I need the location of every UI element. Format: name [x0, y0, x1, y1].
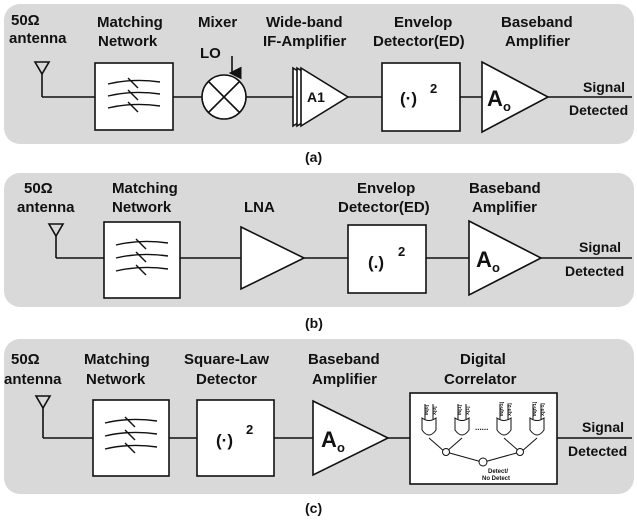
detector-label-line2: Detector(ED)	[373, 33, 465, 50]
gate-input-label: X[n-2]	[507, 403, 512, 416]
panel-c: 50Ω antenna Matching Network (·) 2 Squar…	[4, 339, 634, 494]
detector-label-line1: Envelop	[394, 14, 452, 31]
antenna-label-line1: 50Ω	[24, 180, 53, 197]
antenna-label-line1: 50Ω	[11, 351, 40, 368]
matching-label-line2: Network	[112, 199, 172, 216]
if-amplifier-icon	[292, 66, 350, 128]
detector-symbol: (·)	[400, 89, 417, 108]
antenna-label-line2: antenna	[4, 371, 62, 388]
lna-amplifier-icon	[240, 225, 306, 291]
baseband-label-line2: Amplifier	[312, 371, 377, 388]
detector-exponent: 2	[430, 81, 437, 96]
baseband-label-line1: Baseband	[501, 14, 573, 31]
lo-label: LO	[200, 45, 221, 62]
filter-icon	[104, 416, 158, 454]
envelope-detector-box	[347, 224, 427, 294]
matching-network-box	[103, 221, 181, 299]
output-label-line2: Detected	[568, 443, 627, 459]
antenna-icon	[33, 61, 51, 97]
gate-input-label: X[0]	[432, 406, 437, 415]
xnor-gate-icon	[421, 417, 545, 436]
antenna-label-line2: antenna	[17, 199, 75, 216]
detector-exponent: 2	[246, 422, 253, 437]
detector-exponent: 2	[398, 244, 405, 259]
panel-b: 50Ω antenna Matching Network LNA (.) 2 E…	[4, 173, 634, 307]
matching-network-box	[92, 399, 170, 477]
mixer-icon	[201, 74, 247, 120]
gain-symbol: A	[321, 427, 337, 452]
adder-icon	[442, 448, 524, 467]
baseband-label-line1: Baseband	[469, 180, 541, 197]
gate-input-label: X[1]	[465, 406, 470, 415]
caption-b: (b)	[305, 315, 323, 331]
panel-a: 50Ω antenna Matching Network Mixer LO	[4, 4, 634, 144]
matching-label-line2: Network	[86, 371, 146, 388]
correlator-label-line2: Correlator	[444, 371, 517, 388]
matching-label-line1: Matching	[97, 14, 163, 31]
gate-input-label: IN[1]	[457, 404, 462, 415]
gate-input-label: IN[0]	[424, 404, 429, 415]
detector-label-line2: Detector(ED)	[338, 199, 430, 216]
baseband-amplifier-icon	[312, 399, 390, 477]
gain-subscript: o	[503, 99, 511, 114]
antenna-icon	[34, 395, 52, 438]
baseband-amplifier-icon	[468, 219, 543, 297]
output-label-line2: Detected	[565, 263, 624, 279]
output-label-line1: Signal	[582, 419, 624, 435]
matching-label-line2: Network	[98, 33, 158, 50]
gain-symbol: A	[476, 247, 492, 272]
gain-symbol: A	[487, 86, 503, 111]
baseband-label-line2: Amplifier	[472, 199, 537, 216]
detector-label-line2: Detector	[196, 371, 257, 388]
decision-label-line2: No Detect	[482, 476, 510, 482]
if-amplifier-label-line1: Wide-band	[266, 14, 343, 31]
filter-icon	[107, 77, 161, 113]
matching-label-line1: Matching	[84, 351, 150, 368]
output-label-line1: Signal	[583, 79, 625, 95]
caption-a: (a)	[305, 149, 322, 165]
detector-label-line1: Envelop	[357, 180, 415, 197]
gate-input-label: IN[n-1]	[532, 401, 537, 416]
matching-label-line1: Matching	[112, 180, 178, 197]
gate-input-label: IN[n-2]	[499, 401, 504, 416]
caption-c: (c)	[305, 500, 322, 516]
detector-symbol: (.)	[368, 253, 384, 272]
decision-label-line1: Detect/	[488, 469, 508, 475]
mixer-label: Mixer	[198, 14, 237, 31]
lna-label: LNA	[244, 199, 275, 216]
if-amplifier-symbol: A1	[307, 89, 325, 105]
ellipsis: ......	[475, 423, 488, 432]
filter-icon	[115, 238, 169, 276]
antenna-icon	[47, 223, 65, 258]
baseband-label-line1: Baseband	[308, 351, 380, 368]
square-law-detector-box	[196, 399, 275, 477]
gain-subscript: o	[492, 260, 500, 275]
baseband-label-line2: Amplifier	[505, 33, 570, 50]
correlator-label-line1: Digital	[460, 351, 506, 368]
correlator-wires	[424, 404, 542, 463]
digital-correlator: IN[0] X[0] IN[1] X[1] IN[n-2] X[n-2] IN[…	[409, 392, 558, 485]
antenna-label-line2: antenna	[9, 30, 67, 47]
if-amplifier-label-line2: IF-Amplifier	[263, 33, 346, 50]
baseband-amplifier-icon	[481, 60, 550, 134]
detector-symbol: (·)	[216, 431, 233, 450]
gate-input-label: X[n-1]	[540, 403, 545, 416]
envelope-detector-box	[381, 62, 461, 132]
output-label-line1: Signal	[579, 239, 621, 255]
gain-subscript: o	[337, 440, 345, 455]
antenna-label-line1: 50Ω	[11, 12, 40, 29]
detector-label-line1: Square-Law	[184, 351, 269, 368]
output-label-line2: Detected	[569, 102, 628, 118]
